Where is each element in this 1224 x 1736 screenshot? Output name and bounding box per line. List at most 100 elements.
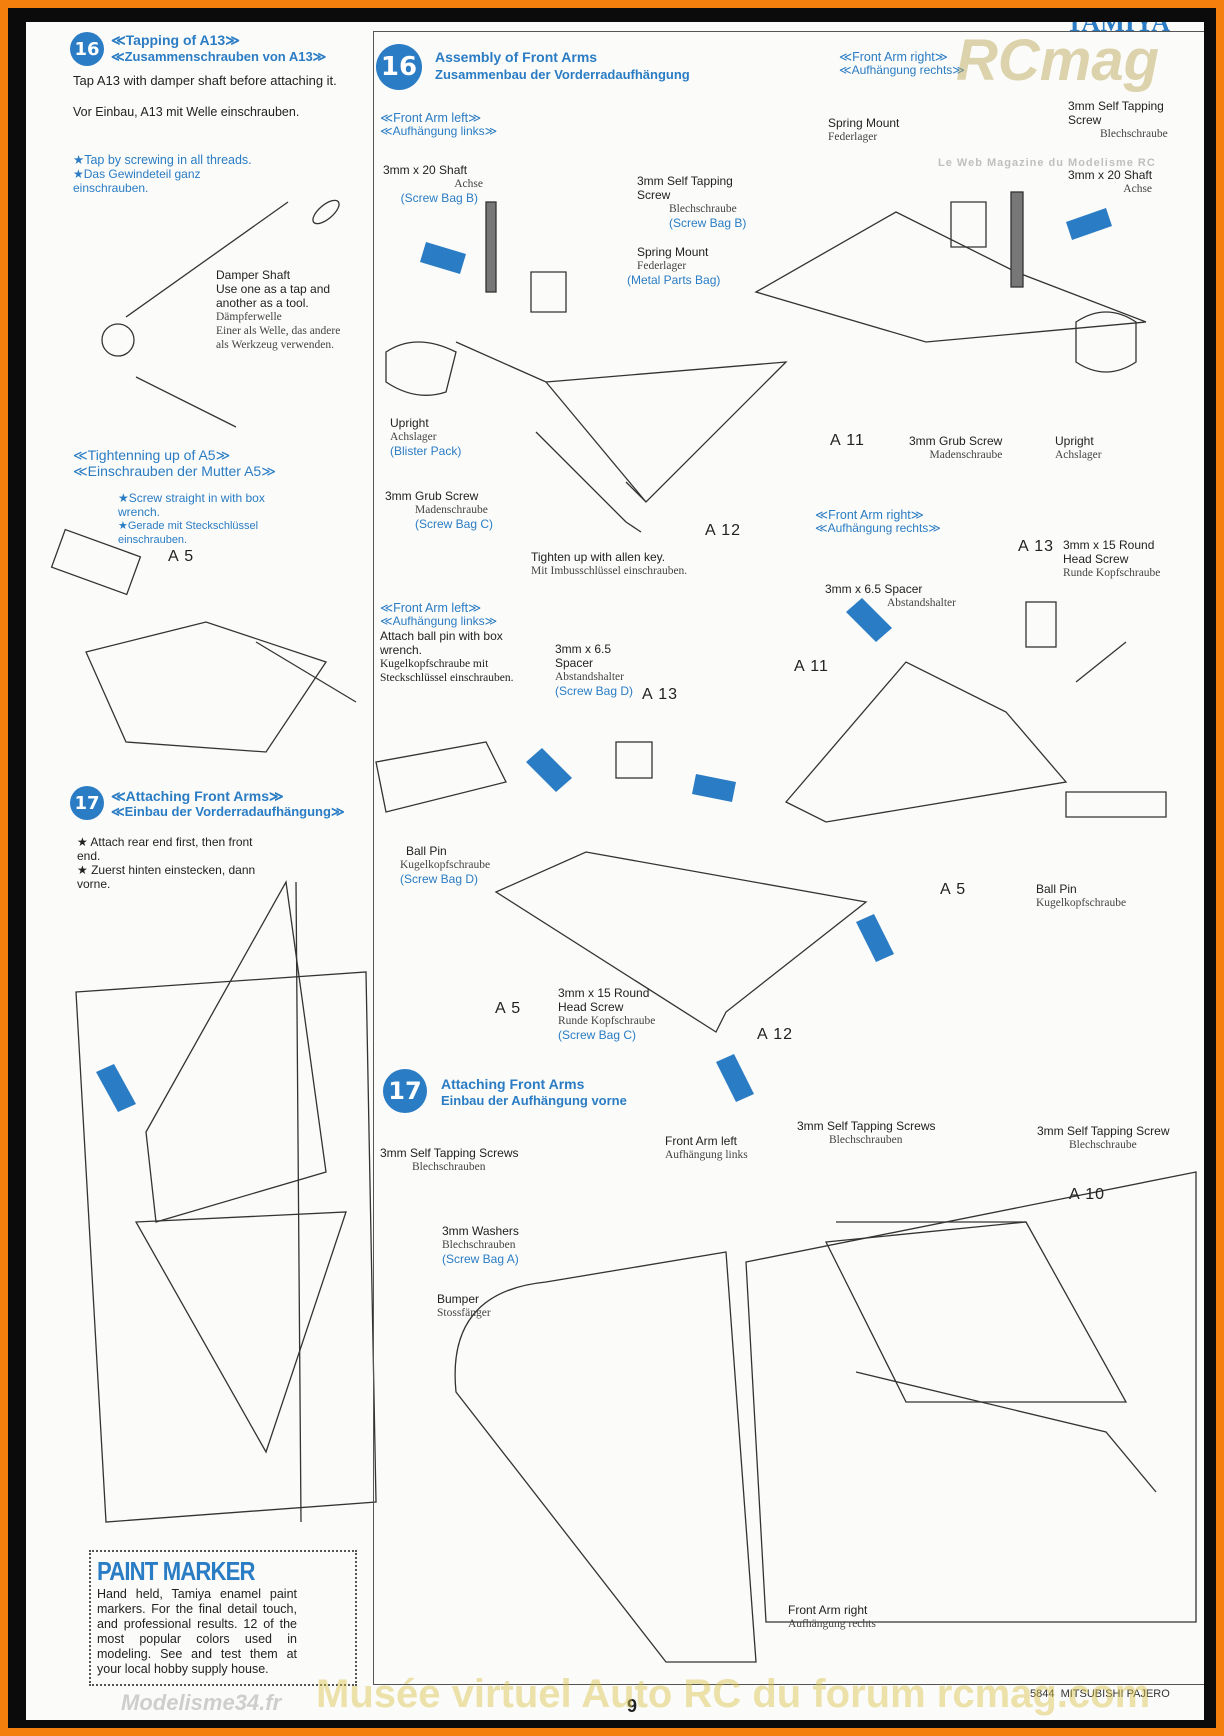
part-a12-label: A 12	[705, 522, 742, 539]
r-upright-de: Achslager	[1055, 449, 1102, 461]
washers-de: Blechschrauben	[442, 1239, 516, 1251]
r-grub-de: Madenschraube	[929, 449, 1003, 461]
front-arm-left-hdr-en: ≪Front Arm left≫	[380, 111, 482, 125]
damper-de: Dämpferwelle	[216, 311, 282, 323]
grease-tube-icon	[846, 598, 892, 642]
paint-marker-text: Hand held, Tamiya enamel paint markers. …	[97, 1587, 297, 1676]
damper-shaft-label: Damper Shaft Use one as a tap and anothe…	[216, 268, 346, 352]
bl-spacer-de: Abstandshalter	[555, 671, 624, 683]
screws-l-de: Blechschrauben	[412, 1161, 486, 1173]
step-16-badge: 16	[70, 32, 104, 66]
bl-part-a5-label: A 5	[495, 1000, 522, 1017]
damper-en: Damper Shaft	[216, 268, 291, 282]
grease-tube-icon	[526, 748, 572, 792]
screw-en: 3mm Self Tapping Screw	[637, 174, 733, 202]
shaft-label: 3mm x 20 Shaft Achse (Screw Bag B)	[383, 163, 503, 205]
screws-c-de: Blechschrauben	[829, 1134, 903, 1146]
attaching-note-en: ★ Attach rear end first, then front end.	[77, 835, 253, 863]
tightening-title-de: ≪Einschrauben der Mutter A5≫	[73, 463, 276, 479]
tapping-note-de: ★Das Gewindeteil ganz einschrauben.	[73, 167, 201, 195]
r-screw-de: Blechschraube	[1100, 128, 1168, 140]
screw-right-label: 3mm Self Tapping Screw Blechschraube	[1037, 1124, 1170, 1152]
grease-tubes	[96, 208, 1112, 1112]
grease-tube-icon	[96, 1064, 136, 1112]
box-wrench	[375, 741, 507, 813]
bumper-drawing	[454, 1251, 757, 1663]
step-17-badge: 17	[70, 786, 104, 820]
washers-label: 3mm Washers Blechschrauben (Screw Bag A)	[442, 1224, 519, 1266]
arm-left-en: Front Arm left	[665, 1134, 738, 1148]
grease-tube-icon	[420, 242, 466, 274]
mount-en: Spring Mount	[637, 245, 709, 259]
bl-part-a12-label: A 12	[757, 1026, 794, 1043]
bl-spacer-en: 3mm x 6.5 Spacer	[555, 642, 612, 670]
r-part-a11-label: A 11	[830, 432, 865, 449]
screws-c-en: 3mm Self Tapping Screws	[797, 1119, 936, 1133]
bl-note-de: Kugelkopfschraube mit Steckschlüssel ein…	[380, 658, 514, 684]
grub-bag: (Screw Bag C)	[415, 517, 494, 531]
b-round-de: Runde Kopfschraube	[1063, 567, 1161, 579]
b-right-hdr-de: ≪Aufhängung rechts≫	[815, 521, 941, 535]
allen-key	[535, 431, 642, 533]
r-screw-label: 3mm Self Tapping Screw Blechschraube	[1068, 99, 1178, 141]
manual-page: TAMIYA	[26, 22, 1204, 1720]
screw-de: Blechschraube	[669, 203, 737, 215]
r-shaft-label: 3mm x 20 Shaft Achse	[1068, 168, 1152, 196]
bl-round-bag: (Screw Bag C)	[558, 1028, 637, 1042]
bl-spacer-bag: (Screw Bag D)	[555, 684, 634, 698]
bl-hdr-de: ≪Aufhängung links≫	[380, 614, 498, 628]
b-spacer-label: 3mm x 6.5 Spacer Abstandshalter	[825, 582, 956, 610]
washers-en: 3mm Washers	[442, 1224, 519, 1238]
b-spacer-en: 3mm x 6.5 Spacer	[825, 582, 923, 596]
grease-tube-icon	[1066, 208, 1112, 240]
step17-title-de: Einbau der Aufhängung vorne	[441, 1093, 627, 1108]
tighten-label: Tighten up with allen key. Mit Imbusschl…	[531, 550, 687, 578]
bl-round-en: 3mm x 15 Round Head Screw	[558, 986, 650, 1014]
r-mount-de: Federlager	[828, 131, 878, 143]
grease-tube-icon	[692, 774, 736, 802]
bumper-de: Stossfänger	[437, 1307, 491, 1319]
model-name: 5844 MITSUBISHI PAJERO	[1030, 1688, 1170, 1700]
r-shaft-de: Achse	[1123, 183, 1153, 195]
paint-marker-title: PAINT MARKER	[97, 1556, 255, 1586]
bl-hdr-en: ≪Front Arm left≫	[380, 601, 482, 615]
tightening-note-en: ★Screw straight in with box wrench.	[118, 491, 265, 519]
step-16-main-badge: 16	[376, 44, 422, 90]
b-ballpin-en: Ball Pin	[1036, 882, 1077, 896]
arm-right-label: Front Arm right Aufhängung rechts	[788, 1603, 876, 1631]
step17-title-en: Attaching Front Arms	[441, 1076, 585, 1092]
bl-ballpin-en: Ball Pin	[406, 844, 447, 858]
assembly-illustrations	[50, 191, 1197, 1663]
bl-spacer-label: 3mm x 6.5 Spacer Abstandshalter (Screw B…	[555, 642, 633, 698]
front-arm-left-hdr-de: ≪Aufhängung links≫	[380, 124, 498, 138]
bl-ballpin-bag: (Screw Bag D)	[400, 872, 479, 886]
paint-marker-ad: PAINT MARKER Hand held, Tamiya enamel pa…	[89, 1550, 357, 1686]
r-grub-en: 3mm Grub Screw	[909, 434, 1003, 448]
mount-bag: (Metal Parts Bag)	[627, 273, 721, 287]
tamiya-logo: TAMIYA	[1066, 22, 1171, 37]
r-upright-en: Upright	[1055, 434, 1094, 448]
b-part-a5-label: A 5	[940, 881, 967, 898]
main-panel	[373, 31, 1204, 1685]
grease-tube-icon	[716, 1054, 754, 1102]
upright-drawing	[385, 341, 457, 396]
attaching-title-de: ≪Einbau der Vorderradaufhängung≫	[111, 804, 345, 819]
attaching-note-de: ★ Zuerst hinten einstecken, dann vorne.	[77, 863, 256, 891]
damper-en2: Use one as a tap and another as a tool.	[216, 282, 331, 310]
tightening-note-de: ★Gerade mit Steckschlüssel einschrauben.	[118, 520, 259, 546]
grub-de: Madenschraube	[415, 504, 488, 516]
tightening-title-en: ≪Tightenning up of A5≫	[73, 447, 231, 463]
bl-ballpin-de: Kugelkopfschraube	[400, 859, 491, 871]
arm-left-de: Aufhängung links	[665, 1149, 748, 1161]
tapping-text-de: Vor Einbau, A13 mit Welle einschrauben.	[73, 105, 300, 119]
bl-round-de: Runde Kopfschraube	[558, 1015, 656, 1027]
upright-de: Achslager	[390, 431, 437, 443]
screw-r-de: Blechschraube	[1069, 1139, 1137, 1151]
r-screw-en: 3mm Self Tapping Screw	[1068, 99, 1164, 127]
tapping-title-en: ≪Tapping of A13≫	[111, 32, 240, 48]
screws-l-en: 3mm Self Tapping Screws	[380, 1146, 519, 1160]
b-round-screw-label: 3mm x 15 Round Head Screw Runde Kopfschr…	[1063, 538, 1183, 580]
b-round-en: 3mm x 15 Round Head Screw	[1063, 538, 1155, 566]
arm-right-de: Aufhängung rechts	[788, 1618, 876, 1630]
damper-shaft	[125, 201, 289, 318]
